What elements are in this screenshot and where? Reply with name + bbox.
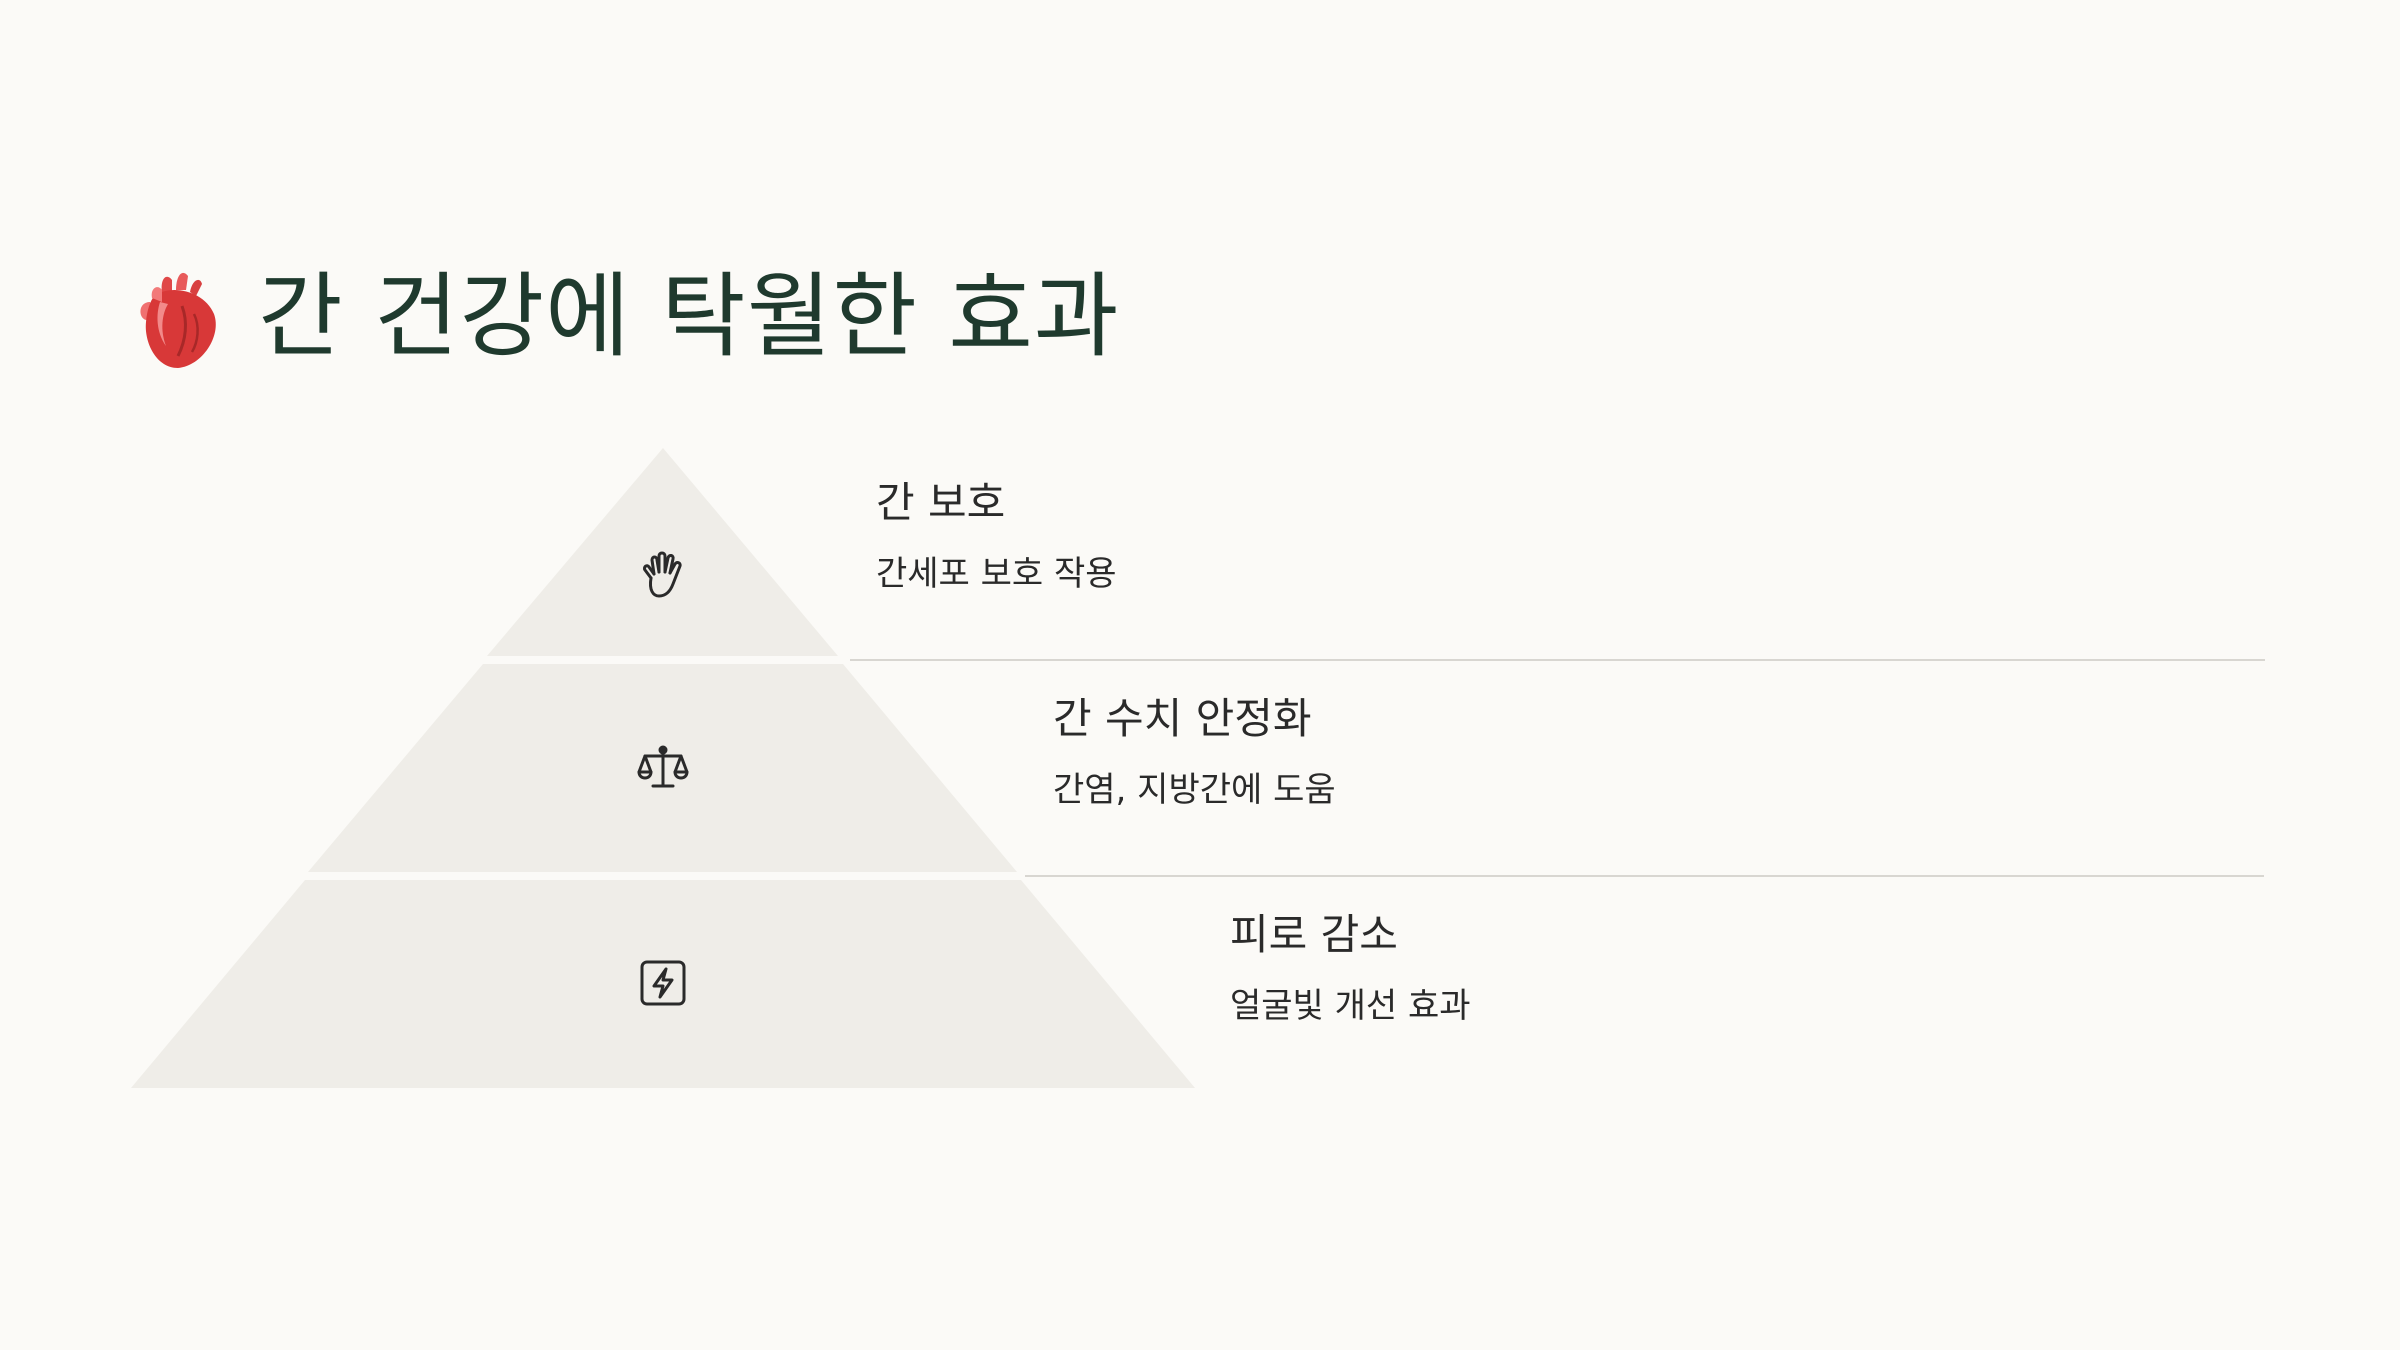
divider-1: [850, 659, 2265, 661]
tier-1-desc: 간세포 보호 작용: [876, 554, 1117, 595]
tier-2-text: 간 수치 안정화 간염, 지방간에 도움: [1053, 694, 1336, 811]
tier-2-desc: 간염, 지방간에 도움: [1053, 770, 1336, 811]
tier-3-title: 피로 감소: [1230, 910, 1398, 959]
page-title: 간 건강에 탁월한 효과: [258, 263, 1120, 370]
pyramid-tier-3: [131, 880, 1195, 1088]
tier-1-title: 간 보호: [876, 478, 1006, 527]
hand-icon: [643, 551, 682, 598]
divider-2: [1025, 875, 2264, 877]
title-row: 간 건강에 탁월한 효과: [132, 252, 1120, 382]
tier-1-text: 간 보호 간세포 보호 작용: [876, 478, 1117, 595]
tier-2-title: 간 수치 안정화: [1053, 694, 1312, 743]
tier-3-desc: 얼굴빛 개선 효과: [1230, 986, 1471, 1027]
tier-3-text: 피로 감소 얼굴빛 개선 효과: [1230, 910, 1471, 1027]
scale-icon: [637, 745, 689, 788]
anatomical-heart-icon: [140, 272, 216, 368]
lightning-icon: [640, 960, 686, 1006]
